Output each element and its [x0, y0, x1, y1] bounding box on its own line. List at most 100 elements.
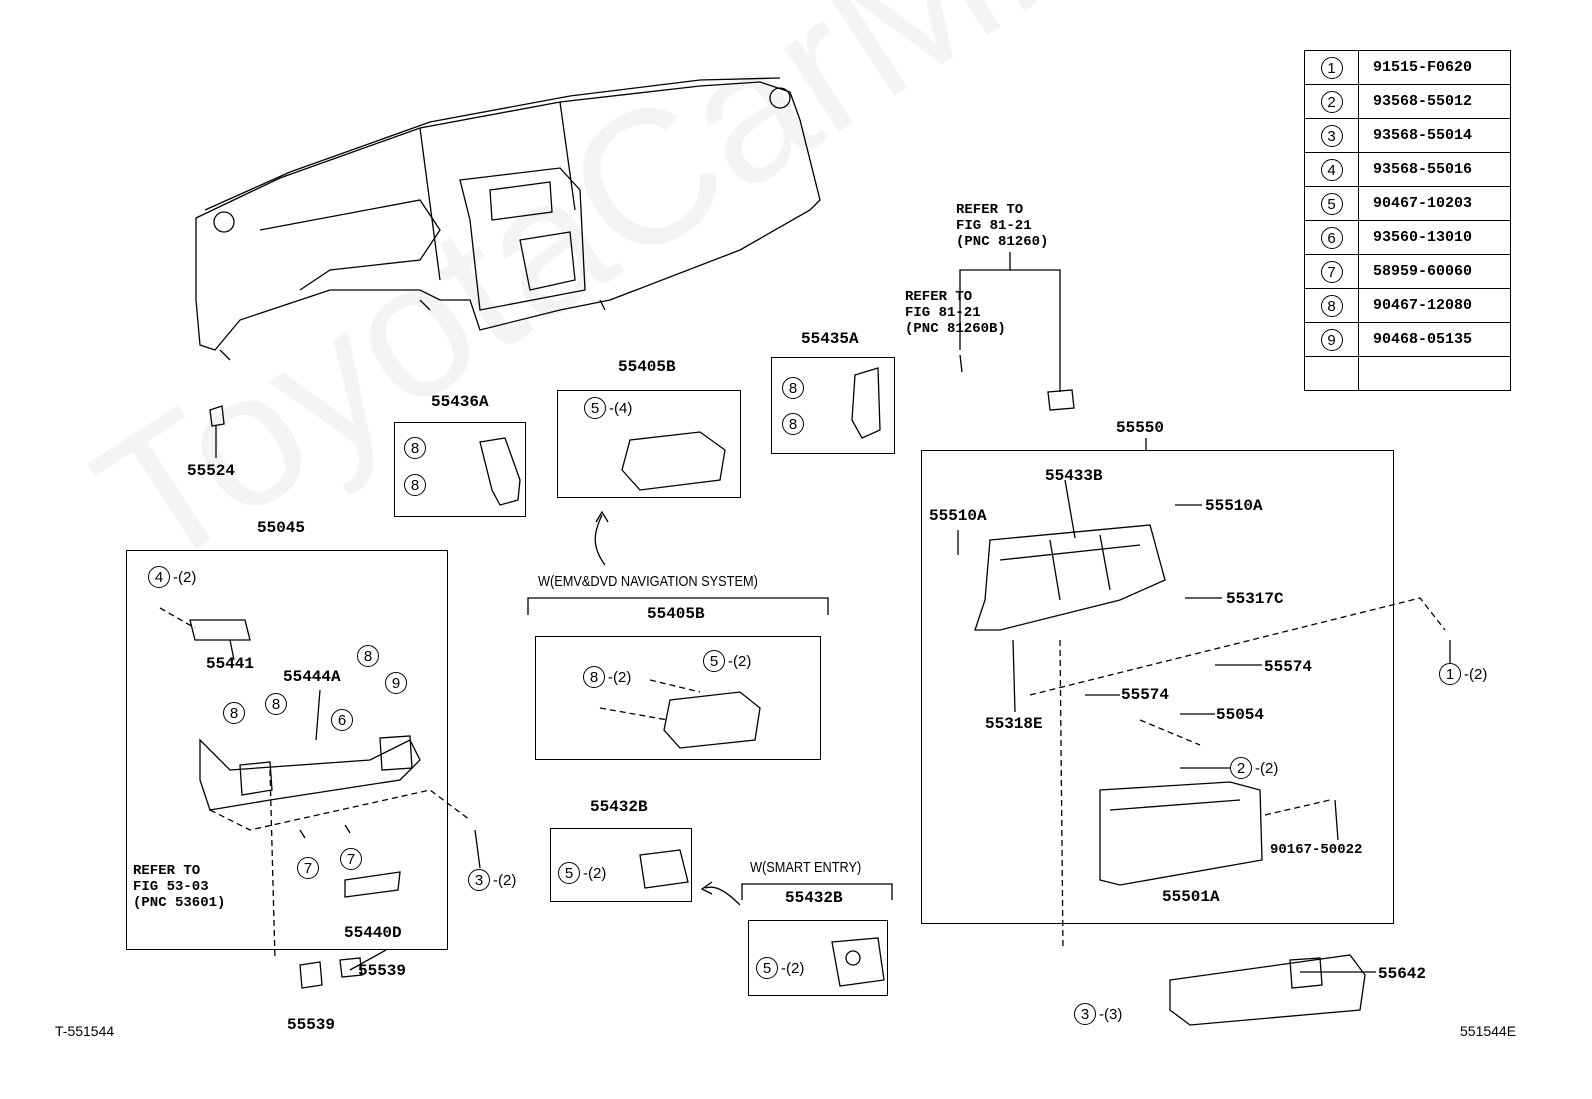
group-box-55436a [394, 422, 526, 517]
legend-part-number: 91515-F0620 [1358, 50, 1511, 85]
part-label: 55550 [1116, 419, 1165, 437]
callout-circle: 6 [331, 709, 353, 731]
refer-line: REFER TO [905, 289, 973, 305]
legend-part-number: 58959-60060 [1358, 254, 1511, 289]
figure-id-right: 551544E [1460, 1023, 1517, 1039]
part-label: 55524 [187, 462, 236, 480]
refer-81260b: REFER TO FIG 81-21 (PNC 81260B) [905, 290, 1006, 336]
callout-qty: -(2) [781, 959, 805, 977]
part-label: 55405B [618, 358, 676, 376]
callout-4-qty: 4-(2) [148, 566, 196, 588]
legend-circle-number: 8 [1320, 294, 1343, 317]
refer-line: FIG 81-21 [956, 218, 1032, 234]
legend-number-cell: 9 [1304, 322, 1359, 357]
figure-id-left: T-551544 [55, 1023, 115, 1039]
callout-8: 8 [782, 377, 804, 399]
legend-empty-cell [1304, 356, 1359, 391]
part-label: 55433B [1045, 467, 1103, 485]
part-label: 55574 [1264, 658, 1313, 676]
part-label: 55510A [929, 507, 987, 525]
callout-7: 7 [297, 857, 319, 879]
callout-qty: -(2) [728, 652, 752, 670]
refer-line: FIG 81-21 [905, 305, 981, 321]
legend-circle-number: 9 [1320, 328, 1343, 351]
part-label: 55435A [801, 330, 859, 348]
callout-8: 8 [404, 474, 426, 496]
group-box-55405b-nav [535, 636, 821, 760]
legend-number-cell: 8 [1304, 288, 1359, 323]
caption-navigation-system: W(EMV&DVD NAVIGATION SYSTEM) [538, 573, 758, 590]
callout-8: 8 [782, 413, 804, 435]
part-label: 55574 [1121, 686, 1170, 704]
callout-circle: 3 [468, 869, 490, 891]
clip-55524-drawing [209, 405, 225, 427]
part-label: 55318E [985, 715, 1043, 733]
callout-circle: 8 [404, 474, 426, 496]
callout-circle: 5 [558, 862, 580, 884]
part-label: 55539 [358, 962, 407, 980]
callout-circle: 8 [782, 377, 804, 399]
callout-circle: 5 [584, 397, 606, 419]
callout-8: 8 [404, 437, 426, 459]
callout-circle: 8 [357, 645, 379, 667]
refer-line: REFER TO [956, 202, 1024, 218]
instrument-panel-drawing [195, 77, 821, 361]
part-label: 55539 [287, 1016, 336, 1034]
legend-part-number: 93568-55016 [1358, 152, 1511, 187]
part-label: 55405B [647, 605, 705, 623]
callout-qty: -(2) [173, 568, 197, 586]
refer-line: REFER TO [133, 863, 201, 879]
callout-circle: 9 [385, 672, 407, 694]
lower-panel-drawing [189, 619, 421, 989]
legend-number-cell: 6 [1304, 220, 1359, 255]
callout-circle: 5 [703, 650, 725, 672]
legend-row: 7 58959-60060 [1304, 254, 1511, 289]
legend-number-cell: 5 [1304, 186, 1359, 221]
legend-circle-number: 5 [1320, 192, 1343, 215]
refer-53601: REFER TO FIG 53-03 (PNC 53601) [133, 864, 225, 910]
callout-7: 7 [340, 848, 362, 870]
part-label: 55510A [1205, 497, 1263, 515]
part-label: 55441 [206, 655, 255, 673]
callout-circle: 3 [1074, 1003, 1096, 1025]
part-label: 55432B [590, 798, 648, 816]
legend-number-cell: 3 [1304, 118, 1359, 153]
legend-circle-number: 7 [1320, 260, 1343, 283]
callout-2-qty: 2-(2) [1230, 757, 1278, 779]
group-box-55432b-a [550, 828, 692, 902]
callout-5-qty: 5-(2) [756, 957, 804, 979]
callout-3-qty: 3-(2) [468, 869, 516, 891]
legend-row: 1 91515-F0620 [1304, 50, 1511, 85]
legend-circle-number: 1 [1320, 56, 1343, 79]
legend-number-cell: 2 [1304, 84, 1359, 119]
callout-circle: 7 [297, 857, 319, 879]
legend-empty-cell [1358, 356, 1511, 391]
part-label: 55440D [344, 924, 402, 942]
callout-qty: -(2) [583, 864, 607, 882]
callout-qty: -(2) [1464, 665, 1488, 683]
legend-circle-number: 6 [1320, 226, 1343, 249]
callout-8: 8 [265, 693, 287, 715]
legend-part-number: 90467-12080 [1358, 288, 1511, 323]
callout-8: 8 [357, 645, 379, 667]
legend-row: 8 90467-12080 [1304, 288, 1511, 323]
callout-8-qty: 8-(2) [583, 666, 631, 688]
callout-circle: 1 [1439, 663, 1461, 685]
callout-6: 6 [331, 709, 353, 731]
group-box-55432b-b [748, 920, 888, 996]
callout-circle: 8 [223, 702, 245, 724]
legend-circle-number: 3 [1320, 124, 1343, 147]
glove-box-drawing [974, 524, 1366, 1026]
part-label: 55444A [283, 668, 341, 686]
part-label: 55432B [785, 889, 843, 907]
callout-circle: 8 [265, 693, 287, 715]
part-label: 55642 [1378, 965, 1427, 983]
part-label: 55317C [1226, 590, 1284, 608]
